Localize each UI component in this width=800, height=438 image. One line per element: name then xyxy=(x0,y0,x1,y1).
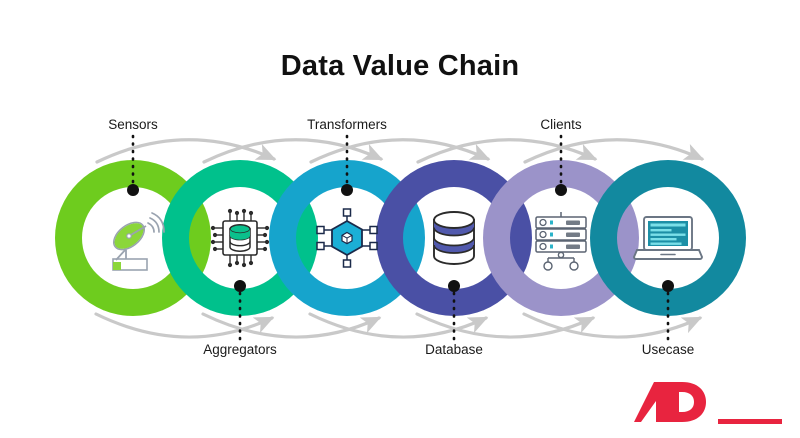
label-aggregators: Aggregators xyxy=(203,342,277,357)
connector-dots-group xyxy=(127,184,674,292)
server-rack-icon xyxy=(535,212,587,271)
label-sensors: Sensors xyxy=(108,117,158,132)
label-clients: Clients xyxy=(540,117,582,132)
database-cylinder-icon xyxy=(433,211,475,265)
company-logo[interactable]: AD xyxy=(634,381,712,423)
dot-clients xyxy=(555,184,567,196)
label-usecase: Usecase xyxy=(641,342,695,357)
dot-transformers xyxy=(341,184,353,196)
label-database: Database xyxy=(425,342,483,357)
dot-database xyxy=(448,280,460,292)
satellite-dish-icon xyxy=(112,212,165,271)
connectors-group xyxy=(131,134,670,344)
dot-aggregators xyxy=(234,280,246,292)
dot-sensors xyxy=(127,184,139,196)
label-transformers: Transformers xyxy=(307,117,387,132)
chip-database-icon xyxy=(210,208,270,268)
logo-accent-bar xyxy=(718,419,782,424)
hexagon-node-icon xyxy=(316,208,378,268)
laptop-icon xyxy=(633,216,703,260)
dot-usecase xyxy=(662,280,674,292)
